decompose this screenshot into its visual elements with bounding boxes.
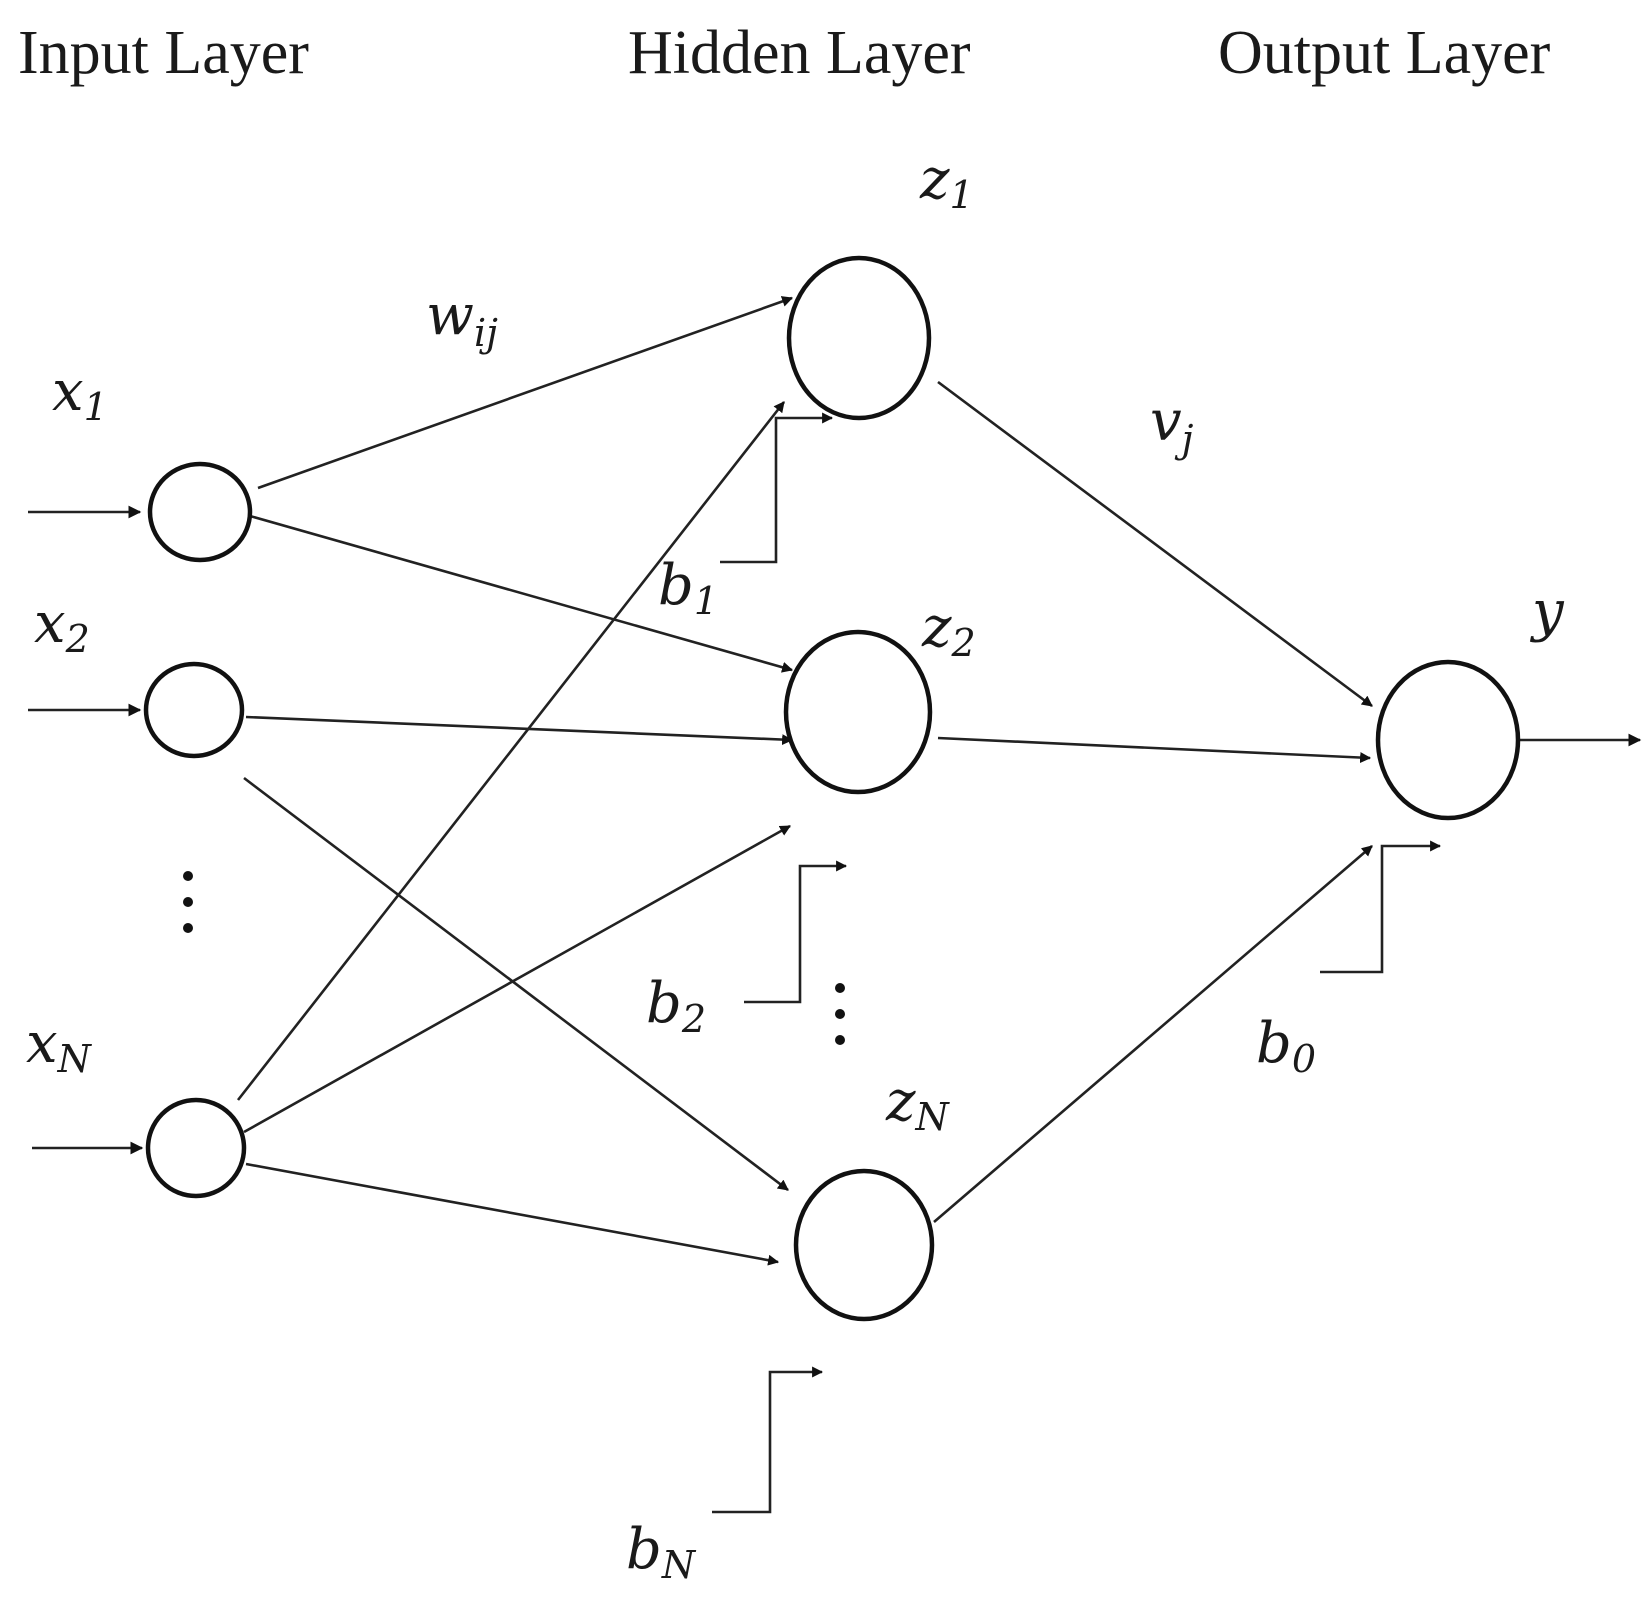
- label-zN: zN: [885, 1069, 951, 1139]
- hidden-node-z1: [786, 255, 932, 421]
- label-b2: b2: [646, 971, 706, 1041]
- label-x2: x2: [34, 591, 90, 661]
- input-node-x1: [147, 461, 253, 563]
- hidden-layer-title: Hidden Layer: [628, 19, 971, 87]
- edge-z2-y: [937, 736, 1372, 764]
- edge-xN-zN: [245, 1162, 780, 1266]
- bias-bN-connector: [712, 1366, 824, 1514]
- edge-x2-zN: [243, 776, 789, 1192]
- bias-b2-connector: [744, 860, 848, 1004]
- input-node-xN: [145, 1097, 247, 1199]
- label-b0: b0: [1256, 1011, 1316, 1081]
- label-x1: x1: [52, 359, 108, 429]
- output-layer-title: Output Layer: [1218, 19, 1551, 87]
- edge-x2-z2: [245, 715, 794, 746]
- edge-x1-z1: [257, 296, 794, 490]
- edge-zN-y: [933, 845, 1373, 1223]
- bias-b1-connector: [720, 412, 834, 564]
- label-z1: z1: [919, 147, 974, 217]
- label-z2: z2: [921, 595, 976, 665]
- hidden-node-z2: [783, 629, 933, 795]
- input-layer-title: Input Layer: [18, 19, 309, 87]
- label-xN: xN: [26, 1011, 93, 1081]
- label-vj: vj: [1150, 389, 1194, 461]
- edge-xN-z1: [236, 401, 786, 1101]
- output-node-y: [1375, 659, 1521, 821]
- hidden-node-zN: [793, 1168, 935, 1322]
- label-wij: wij: [426, 283, 498, 355]
- bias-b0-connector: [1320, 840, 1442, 974]
- input-ellipsis-dots: [183, 871, 193, 933]
- label-b1: b1: [658, 553, 718, 623]
- hidden-ellipsis-dots: [835, 983, 845, 1045]
- input-node-x2: [143, 661, 245, 759]
- edge-x1-z2: [249, 514, 794, 673]
- label-bN: bN: [626, 1517, 697, 1587]
- label-y: y: [1529, 579, 1565, 644]
- edge-z1-y: [937, 380, 1373, 708]
- edge-xN-z2: [243, 824, 791, 1134]
